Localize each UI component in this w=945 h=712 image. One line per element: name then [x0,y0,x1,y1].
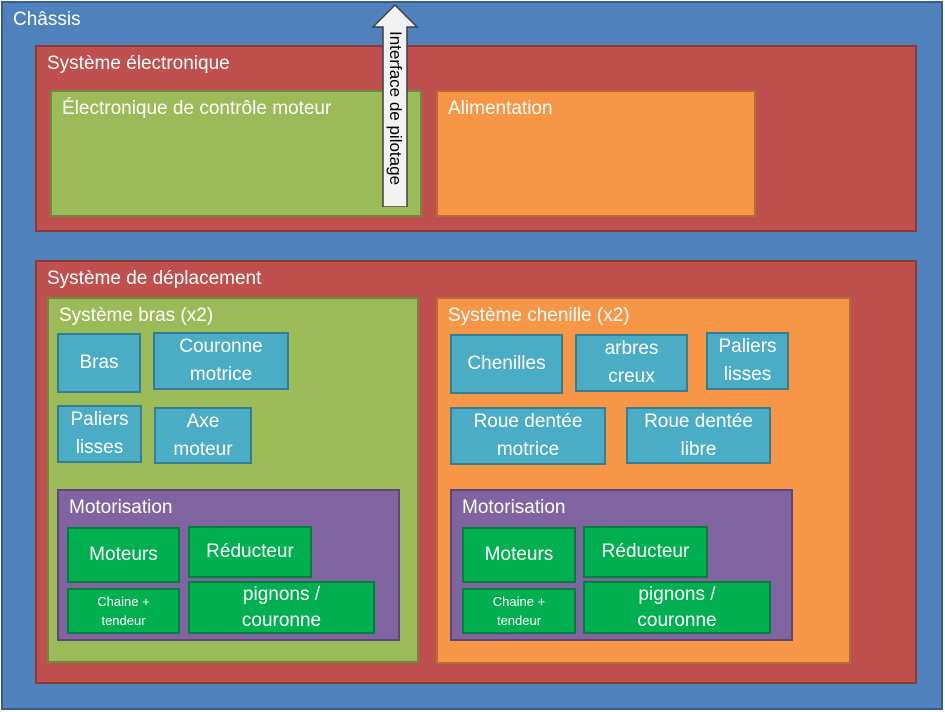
arm-couronne-box: Couronne motrice [153,332,289,390]
track-reducteur-box: Réducteur [583,526,708,578]
track-roue-motrice-box: Roue dentée motrice [450,407,606,465]
track-arbres-box: arbres creux [575,334,688,392]
chassis-label: Châssis [13,9,81,30]
interface-arrow [371,3,419,207]
track-pignons-box: pignons / couronne [583,581,771,634]
power-supply-label: Alimentation [448,98,553,119]
track-chenilles-box: Chenilles [450,334,563,394]
arm-system-label: Système bras (x2) [59,305,214,326]
interface-label: Interface de pilotage [386,30,405,186]
arm-motorisation-label: Motorisation [69,497,173,518]
arm-moteurs-box: Moteurs [67,527,180,583]
arm-axe-box: Axe moteur [154,407,252,464]
arm-reducteur-box: Réducteur [188,526,312,578]
motor-control-electronics-label: Électronique de contrôle moteur [62,98,332,119]
electronic-system-label: Système électronique [47,53,230,74]
arm-bras-box: Bras [57,333,141,393]
track-chaine-box: Chaine + tendeur [462,588,576,634]
movement-system-label: Système de déplacement [47,268,262,289]
track-system-label: Système chenille (x2) [448,305,630,326]
power-supply-box: Alimentation [436,90,756,217]
track-moteurs-box: Moteurs [462,527,576,583]
arm-pignons-box: pignons / couronne [188,581,375,634]
motor-control-electronics-box: Électronique de contrôle moteur [50,90,422,217]
arm-chaine-box: Chaine + tendeur [67,588,180,634]
track-paliers-box: Paliers lisses [706,332,789,390]
arm-paliers-box: Paliers lisses [57,405,142,463]
track-motorisation-label: Motorisation [462,497,566,518]
track-roue-libre-box: Roue dentée libre [626,407,771,464]
